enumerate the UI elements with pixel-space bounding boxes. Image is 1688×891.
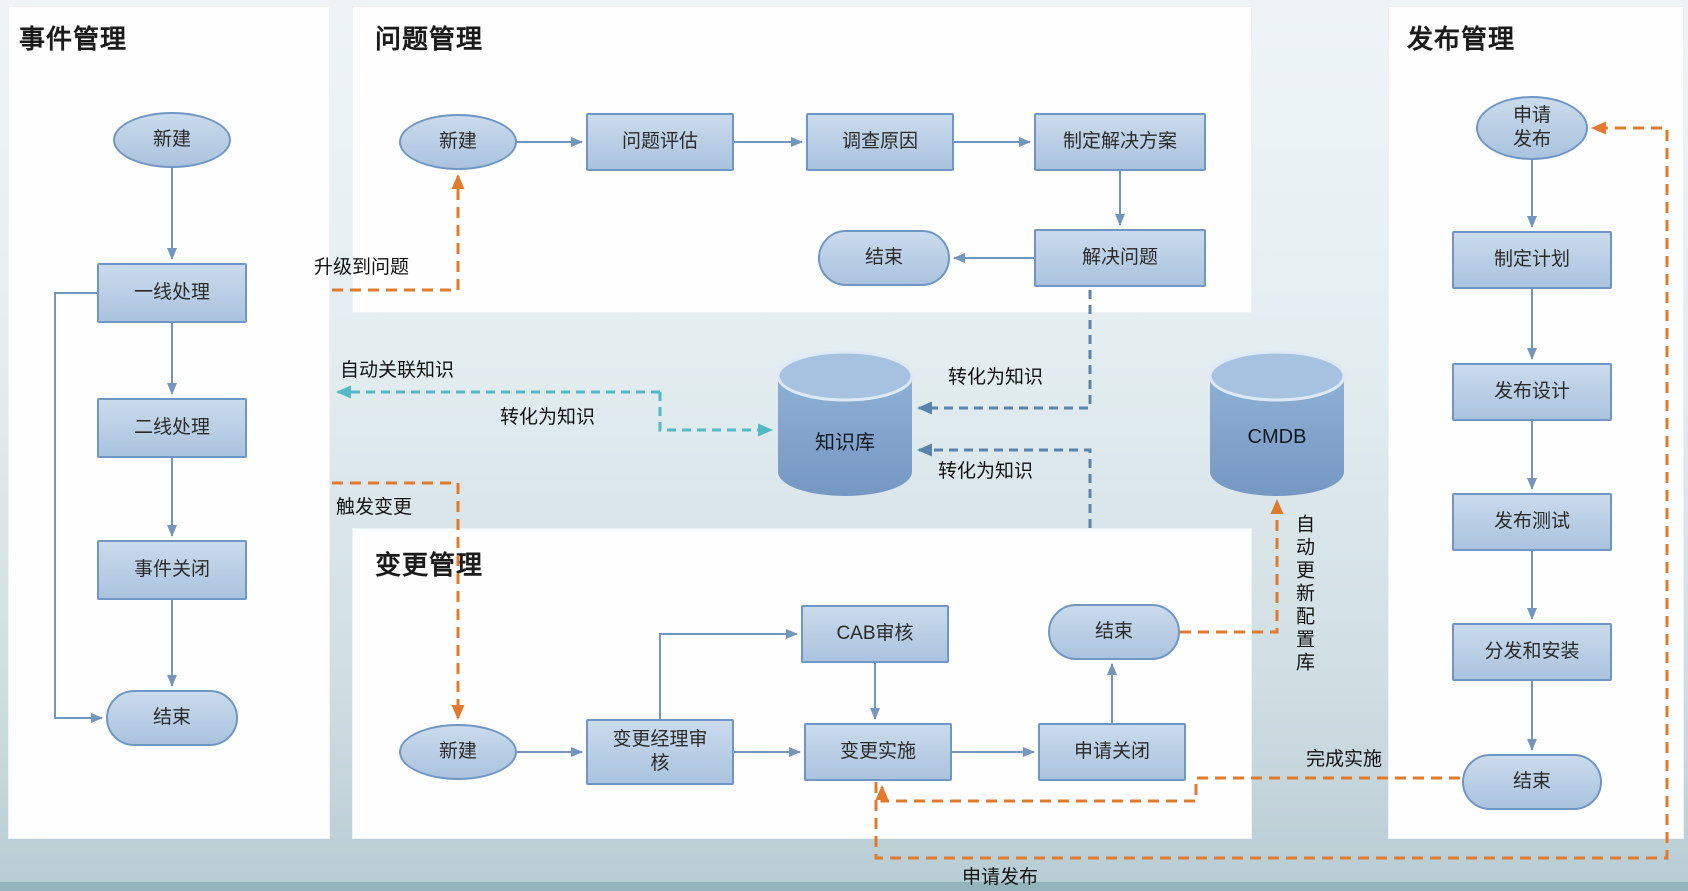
edge-label-apply-release: 申请发布 [962, 867, 1039, 888]
node-problem-end: 结束 [818, 230, 950, 286]
node-change-implement: 变更实施 [804, 723, 952, 781]
panel-change-management: 变更管理 [352, 528, 1252, 839]
database-icon [1208, 350, 1346, 496]
node-incident-close: 事件关闭 [97, 540, 247, 600]
node-problem-assess: 问题评估 [586, 113, 734, 171]
node-change-new: 新建 [399, 724, 517, 780]
node-change-apply-close: 申请关闭 [1038, 723, 1186, 781]
panel-title-incident: 事件管理 [19, 24, 128, 54]
node-problem-new: 新建 [399, 114, 517, 170]
node-release-end: 结束 [1462, 754, 1602, 810]
database-icon [776, 350, 914, 496]
node-incident-line1: 一线处理 [97, 263, 247, 323]
node-change-end: 结束 [1048, 604, 1180, 660]
edge-label-convert-to-knowledge-bottom: 转化为知识 [938, 461, 1034, 482]
node-release-plan: 制定计划 [1452, 231, 1612, 289]
node-release-design: 发布设计 [1452, 363, 1612, 421]
edge-label-auto-link-knowledge: 自动关联知识 [340, 360, 455, 381]
node-incident-line2: 二线处理 [97, 398, 247, 458]
edge-label-complete-implementation: 完成实施 [1306, 749, 1383, 770]
edge-incident-convert-to-knowledge [658, 392, 773, 437]
knowledge-base-database: 知识库 [775, 350, 915, 500]
panel-title-problem: 问题管理 [375, 24, 484, 54]
panel-title-change: 变更管理 [375, 550, 484, 580]
knowledge-base-label: 知识库 [815, 432, 875, 454]
node-problem-solution: 制定解决方案 [1034, 113, 1206, 171]
node-incident-end: 结束 [106, 690, 238, 746]
edge-label-convert-to-knowledge-top: 转化为知识 [948, 367, 1044, 388]
node-change-manager-review: 变更经理审核 [586, 719, 734, 785]
edge-label-convert-to-knowledge-left: 转化为知识 [500, 407, 596, 428]
node-release-test: 发布测试 [1452, 493, 1612, 551]
node-incident-new: 新建 [113, 112, 231, 168]
panel-title-release: 发布管理 [1407, 24, 1516, 54]
node-problem-solve: 解决问题 [1034, 229, 1206, 287]
node-release-apply: 申请发布 [1476, 96, 1588, 160]
cmdb-database: CMDB [1207, 350, 1347, 500]
edge-label-trigger-change: 触发变更 [336, 497, 413, 518]
edge-label-auto-update-cmdb: 自动更新配置库 [1293, 514, 1314, 675]
cmdb-label: CMDB [1247, 426, 1307, 448]
edge-label-escalate-to-problem: 升级到问题 [314, 257, 410, 278]
node-change-cab-review: CAB审核 [801, 605, 949, 663]
node-problem-investigate: 调查原因 [806, 113, 954, 171]
bottom-accent-bar [0, 882, 1688, 891]
node-release-distribute: 分发和安装 [1452, 623, 1612, 681]
